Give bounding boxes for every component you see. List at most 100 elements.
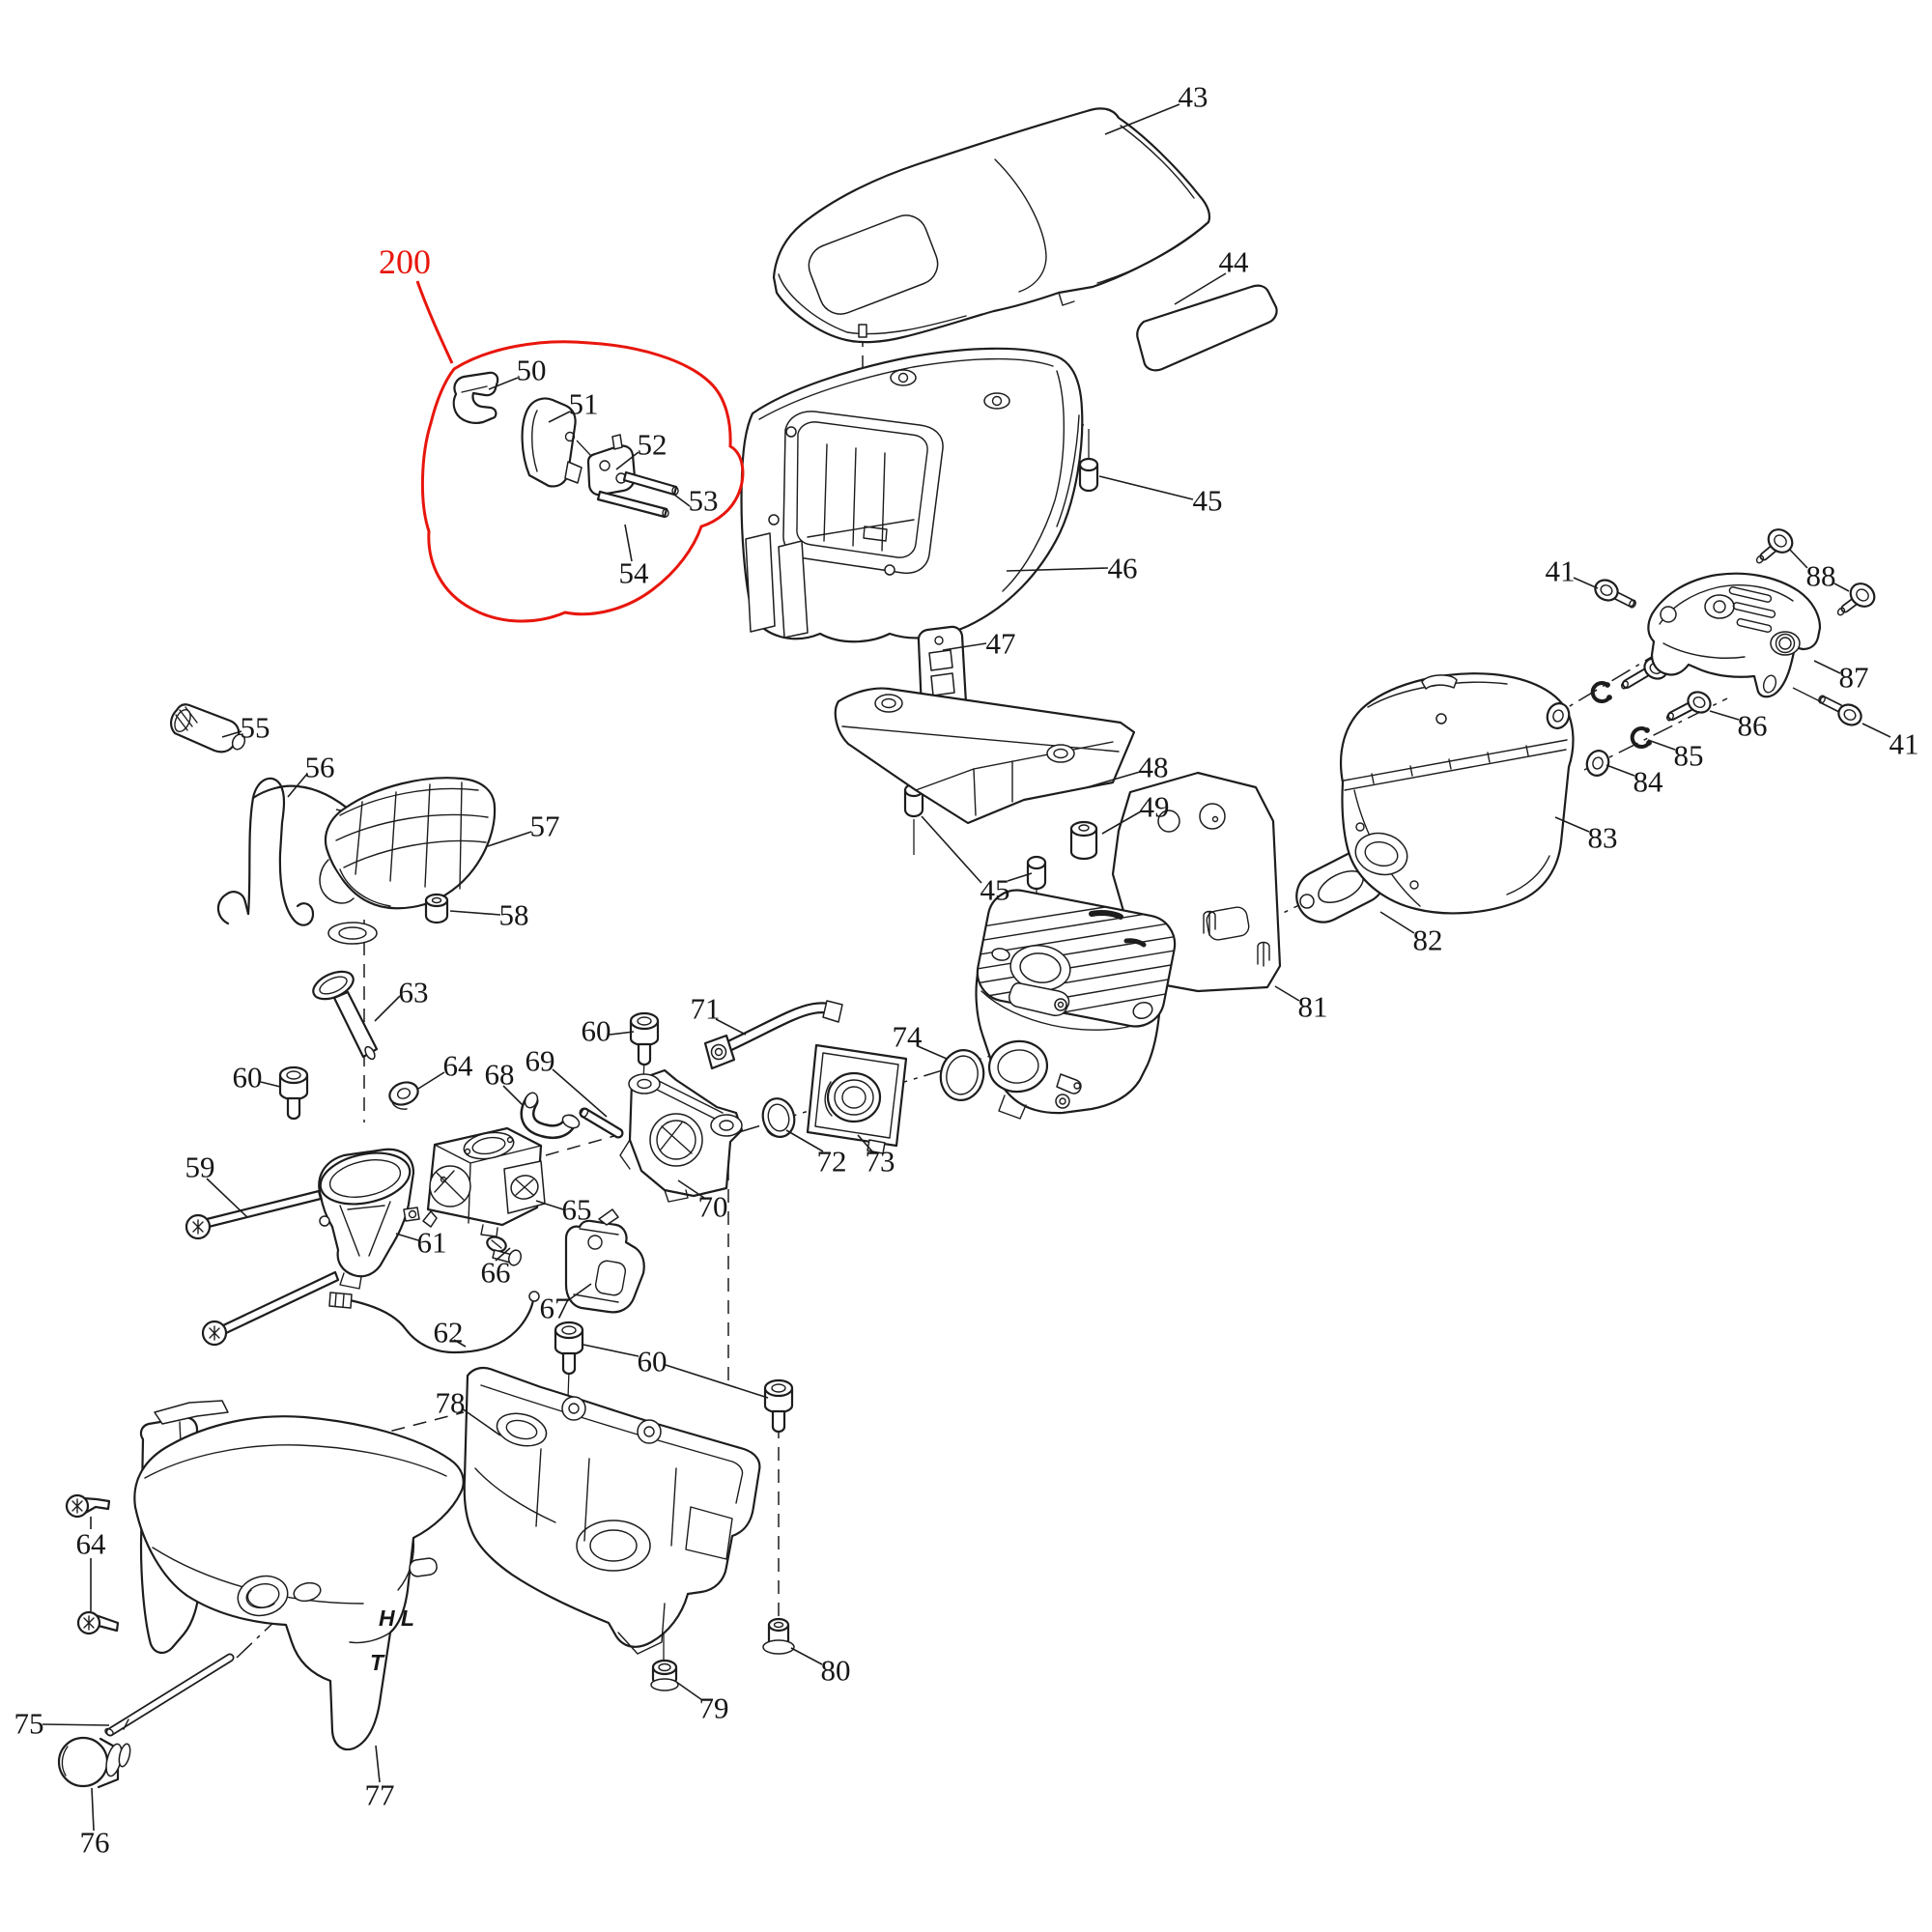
part-screw-60a xyxy=(278,1065,309,1121)
part-top-cover-shape xyxy=(1058,292,1075,306)
part-bolt-86b-shape xyxy=(1692,696,1706,708)
part-cylinder-shape xyxy=(998,1094,1027,1120)
leader-line-41 xyxy=(1573,577,1599,589)
part-label-70: 70 xyxy=(698,1190,728,1224)
part-screw-66-shape xyxy=(491,1239,502,1249)
leader-line-88-1 xyxy=(1833,582,1850,592)
part-air-filter-shape xyxy=(339,868,391,907)
part-bolt-86a-shape xyxy=(1624,668,1651,687)
leader-line-82 xyxy=(1379,911,1415,934)
leader-line-80 xyxy=(790,1647,823,1665)
part-screw-59b xyxy=(201,1270,340,1347)
leader-line-67 xyxy=(566,1283,592,1302)
part-label-57: 57 xyxy=(530,810,560,843)
part-bolt-86b-shape xyxy=(1666,712,1674,722)
part-mount-plate-shape xyxy=(656,1120,696,1160)
part-screw-59a-shape xyxy=(205,1189,323,1229)
part-heat-shield-shape xyxy=(1203,910,1216,936)
part-label-47: 47 xyxy=(986,627,1016,661)
part-bolt-86b xyxy=(1666,691,1712,722)
part-choke-rod xyxy=(104,1653,235,1737)
part-mount-plate-shape xyxy=(637,1078,652,1090)
part-screw-41a xyxy=(1594,579,1636,609)
part-muffler-bracket xyxy=(1647,572,1822,698)
part-cylinder-shape xyxy=(1057,1001,1065,1009)
part-bushing-79-shape xyxy=(651,1659,678,1676)
part-carburetor xyxy=(422,1126,546,1237)
part-bushing-80-shape xyxy=(767,1617,790,1633)
part-intake-elbow-shape xyxy=(319,1151,412,1206)
part-stop-wire-shape xyxy=(334,1293,337,1307)
part-plug-63-shape xyxy=(319,976,348,995)
leader-line-86 xyxy=(1709,710,1740,721)
part-air-filter-shape xyxy=(338,926,367,940)
part-muffler-shape xyxy=(1421,674,1458,690)
part-label-63: 63 xyxy=(399,976,429,1009)
part-screw-60a-shape xyxy=(278,1065,309,1085)
part-grommet-49-shape xyxy=(1069,820,1098,838)
leader-line-53 xyxy=(673,494,691,507)
part-muffler-shape xyxy=(1506,855,1550,895)
part-label-82: 82 xyxy=(1413,923,1443,957)
part-screw-88b xyxy=(1836,582,1876,616)
part-cylinder-shape xyxy=(1132,1001,1153,1020)
leader-line-78 xyxy=(461,1407,501,1436)
part-eclip-85b xyxy=(1630,726,1652,749)
part-grommet-49-shape xyxy=(1078,824,1090,832)
part-eclip-85a-shape xyxy=(1590,681,1611,703)
part-label-84: 84 xyxy=(1634,765,1664,799)
part-stop-wire-shape xyxy=(528,1291,540,1302)
callout-200 xyxy=(415,280,745,623)
part-top-cover-shape xyxy=(1096,223,1208,284)
part-label-41: 41 xyxy=(1889,727,1919,761)
part-label-60: 60 xyxy=(638,1345,668,1378)
part-label-85: 85 xyxy=(1674,739,1704,773)
part-stop-wire-shape xyxy=(328,1292,353,1309)
part-carburetor-shape xyxy=(480,1224,498,1237)
part-plug-63 xyxy=(312,970,379,1061)
part-cylinder-shape xyxy=(972,895,1180,1025)
leader-line-79 xyxy=(675,1681,703,1701)
part-screw-60b-shape xyxy=(637,1042,652,1066)
part-eclip-85a-shape xyxy=(1606,695,1612,700)
part-screw-66-shape xyxy=(507,1249,523,1266)
part-muffler-shape xyxy=(1354,832,1408,876)
part-carburetor-shape xyxy=(515,1179,534,1196)
part-label-61: 61 xyxy=(417,1226,447,1260)
part-side-cover xyxy=(133,1415,465,1751)
part-screw-60a-shape xyxy=(286,1096,301,1121)
part-label-68: 68 xyxy=(485,1058,515,1092)
part-washer-84b-shape xyxy=(1585,750,1610,777)
leader-line-45-1 xyxy=(1007,872,1033,882)
part-intake-elbow-shape xyxy=(328,1159,402,1198)
part-top-cover xyxy=(772,107,1211,344)
part-label-48: 48 xyxy=(1139,751,1169,784)
leader-line-58 xyxy=(449,910,501,916)
part-latch-shape xyxy=(928,649,953,671)
part-top-housing xyxy=(740,347,1084,643)
part-label-88: 88 xyxy=(1806,559,1836,593)
part-cap-55-shape xyxy=(231,733,246,751)
part-cylinder-shape xyxy=(1089,910,1123,920)
cover-marking-hl: H L xyxy=(379,1605,414,1631)
part-baffle-plate-shape xyxy=(841,725,1120,753)
part-muffler xyxy=(1339,672,1575,915)
leader-line-83 xyxy=(1554,816,1590,833)
part-choke-knob-shape xyxy=(61,1746,69,1776)
part-top-housing-shape xyxy=(1056,414,1080,527)
part-choke-rod-shape xyxy=(104,1727,114,1737)
part-bracket-52-shape xyxy=(586,444,637,497)
part-bushing-58 xyxy=(424,893,449,924)
part-intake-elbow-shape xyxy=(319,1215,330,1227)
part-stop-wire xyxy=(328,1291,540,1354)
part-screw-60b xyxy=(629,1011,660,1066)
part-label-81: 81 xyxy=(1298,990,1328,1024)
part-grommet-49-shape xyxy=(1069,827,1098,861)
part-cylinder xyxy=(972,889,1180,1120)
part-eclip-85a xyxy=(1590,681,1612,703)
part-grommet-64-shape xyxy=(388,1081,419,1106)
part-choke-rod-shape xyxy=(107,1655,233,1735)
part-tube-69 xyxy=(579,1107,624,1139)
leader-line-87 xyxy=(1813,660,1841,674)
part-bushing-58-shape xyxy=(431,896,442,904)
